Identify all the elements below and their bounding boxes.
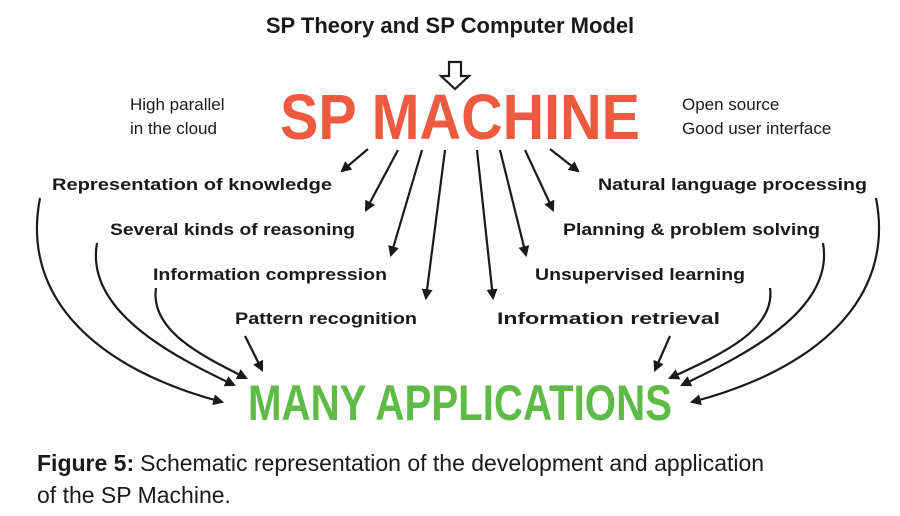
feature-compression: Information compression (153, 265, 387, 284)
down-arrow-icon (438, 60, 472, 91)
feature-unsupervised-learning: Unsupervised learning (535, 265, 745, 284)
curved-arrow-icon (689, 197, 881, 406)
curved-arrow-icon (668, 287, 772, 380)
feature-nlp: Natural language processing (598, 175, 867, 194)
feature-planning: Planning & problem solving (563, 220, 820, 239)
arrow-icon (364, 149, 399, 212)
arrow-icon (244, 335, 263, 372)
arrow-icon (524, 149, 555, 212)
curved-arrow-icon (154, 287, 248, 379)
arrow-icon (549, 148, 580, 173)
figure-caption-line-1: Figure 5:Schematic representation of the… (37, 450, 764, 476)
feature-information-retrieval: Information retrieval (497, 309, 720, 328)
feature-representation: Representation of knowledge (52, 175, 332, 194)
caption-text-1: Schematic representation of the developm… (140, 450, 764, 476)
arrow-icon (653, 335, 672, 373)
left-note-1: High parallel (130, 95, 225, 114)
arrow-icon (498, 149, 530, 258)
machine-to-feature-arrows (340, 148, 580, 301)
arrow-icon (421, 149, 447, 301)
curved-arrow-icon (680, 242, 826, 387)
feature-pattern-recognition: Pattern recognition (235, 309, 417, 328)
arrow-icon (388, 149, 424, 258)
figure-caption-line-2: of the SP Machine. (37, 482, 231, 508)
feature-to-applications-arrows (35, 197, 881, 406)
feature-reasoning: Several kinds of reasoning (110, 220, 355, 239)
arrow-icon (475, 149, 498, 301)
figure-label: Figure 5: (37, 450, 134, 476)
diagram-title: SP Theory and SP Computer Model (266, 13, 634, 38)
many-applications-heading: MANY APPLICATIONS (248, 375, 672, 431)
right-note-1: Open source (682, 95, 779, 114)
left-note-2: in the cloud (130, 119, 217, 138)
sp-machine-heading: SP MACHINE (280, 81, 640, 153)
curved-arrow-icon (94, 242, 236, 387)
curved-arrow-icon (35, 197, 225, 406)
arrow-icon (340, 148, 369, 173)
right-note-2: Good user interface (682, 119, 831, 138)
